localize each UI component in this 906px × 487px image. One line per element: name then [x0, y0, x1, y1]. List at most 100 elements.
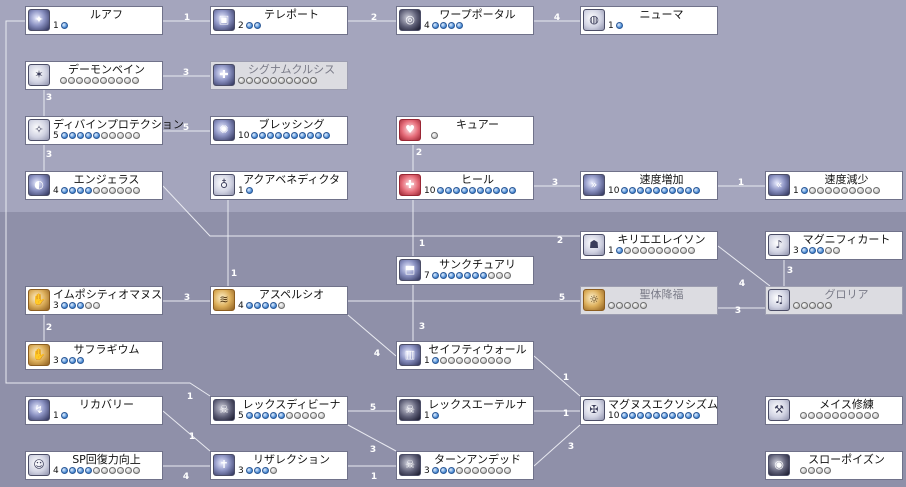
level-pip [60, 22, 68, 29]
skill-name: メイス修練 [819, 398, 874, 411]
level-pip [493, 187, 501, 194]
connector-ruaf-to-lexd [5, 20, 211, 397]
level-pip [261, 412, 269, 419]
level-pip [693, 187, 701, 194]
level-pip [431, 412, 439, 419]
connector-turn-to-magnus [533, 424, 581, 467]
required-level-sprecovery-to-resu: 4 [182, 472, 190, 482]
sp-recovery-icon: ☺ [28, 454, 50, 476]
level-pip [277, 412, 285, 419]
skill-level-number: 7 [424, 271, 430, 281]
level-pip [661, 187, 669, 194]
level-pip [100, 187, 108, 194]
skill-name: ターンアンデッド [433, 453, 521, 466]
level-pip [677, 187, 685, 194]
skill-level-bar: 1 [608, 22, 624, 31]
level-pip [76, 357, 84, 364]
level-pip [132, 77, 139, 84]
skill-mace[interactable]: ⚒メイス修練 [765, 396, 903, 425]
skill-level-bar [793, 412, 880, 421]
level-pip [245, 412, 253, 419]
required-level-heal-to-cure: 2 [415, 148, 423, 158]
level-pip [801, 302, 808, 309]
required-level-impositio-to-aspersio: 3 [183, 293, 191, 303]
recovery-icon: ↯ [28, 399, 50, 421]
level-pip [671, 247, 679, 254]
level-pip [615, 247, 623, 254]
level-pip [621, 187, 629, 194]
skill-signum[interactable]: ✚シグナムクルシス [210, 61, 348, 90]
increase-agi-icon: » [583, 174, 605, 196]
level-pip [463, 467, 471, 474]
level-pip [60, 187, 68, 194]
skill-gloria[interactable]: ♫グロリア [765, 286, 903, 315]
skill-demonbane[interactable]: ✶デーモンベイン [25, 61, 163, 90]
skill-level-bar: 2 [238, 22, 262, 31]
level-pip [76, 187, 84, 194]
level-pip [825, 302, 832, 309]
level-pip [808, 187, 816, 194]
level-pip [245, 302, 253, 309]
level-pip [92, 302, 100, 309]
level-pip [817, 302, 824, 309]
level-pip [269, 467, 277, 474]
skill-level-number: 4 [53, 466, 59, 476]
level-pip [455, 467, 463, 474]
level-pip [640, 302, 647, 309]
level-pip [124, 77, 131, 84]
level-pip [269, 302, 277, 309]
level-pip [84, 187, 92, 194]
ruwach-icon: ✦ [28, 9, 50, 31]
required-level-ruaf-to-lexd: 1 [186, 392, 194, 402]
skill-name: アクアベネディクタ [242, 173, 341, 186]
level-pip [262, 77, 269, 84]
required-level-ruaf-to-teleport: 1 [183, 13, 191, 23]
level-pip [632, 302, 639, 309]
level-pip [669, 412, 677, 419]
connector-angelus-to-kyrie [162, 185, 580, 237]
level-pip [261, 467, 269, 474]
level-pip [431, 467, 439, 474]
level-pip [92, 187, 100, 194]
level-pip [68, 467, 76, 474]
level-pip [503, 467, 511, 474]
level-pip [840, 412, 847, 419]
skill-level-number: 3 [424, 466, 430, 476]
skill-cure[interactable]: ♥キュアー [396, 116, 534, 145]
skill-level-number: 1 [608, 246, 614, 256]
level-pip [453, 187, 461, 194]
required-level-aspersio-to-safety: 4 [373, 349, 381, 359]
level-pip [76, 132, 84, 139]
skill-name: ブレッシング [258, 118, 325, 131]
skill-slowpoison[interactable]: ◉スローポイズン [765, 451, 903, 480]
required-level-increase-to-decrease: 1 [737, 178, 745, 188]
skill-bss[interactable]: ☼聖体降福 [580, 286, 718, 315]
skill-level-number: 1 [793, 186, 799, 196]
